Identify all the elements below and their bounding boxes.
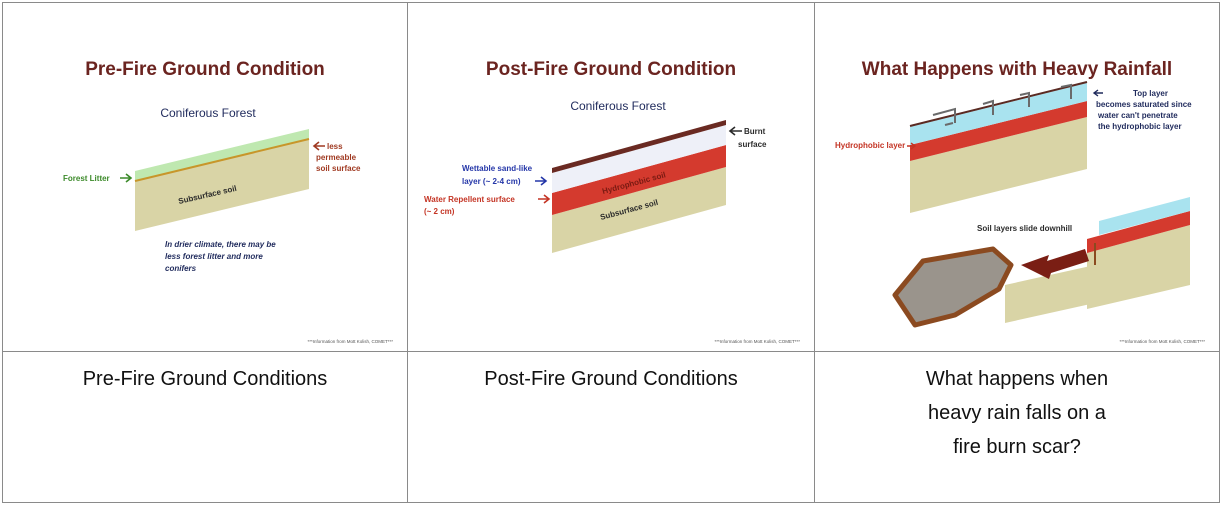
pre-fire-title: Pre-Fire Ground Condition [85, 59, 325, 80]
top-layer-label-3: water can't penetrate [1097, 111, 1178, 120]
wettable-label-1: Wettable sand-like [462, 164, 533, 173]
pre-fire-note-line-3: conifers [165, 264, 197, 273]
top-layer-label-1: Top layer [1133, 89, 1168, 98]
rainfall-upper-hydrophobic [910, 101, 1087, 161]
pre-fire-forest-litter-layer [135, 129, 309, 181]
less-permeable-arrow-icon [312, 141, 325, 151]
rainfall-diagram-cell: What Happens with Heavy Rainfall Top lay… [814, 2, 1220, 352]
rainfall-diagram: What Happens with Heavy Rainfall Top lay… [835, 59, 1205, 344]
pre-fire-note-line-1: In drier climate, there may be [165, 240, 276, 249]
burnt-label-1: Burnt [744, 127, 766, 136]
rainfall-lower-hydrophobic [1087, 211, 1190, 253]
rainfall-caption-line-1: What happens when [925, 368, 1109, 390]
less-permeable-label-1: less [327, 142, 343, 151]
less-permeable-label-3: soil surface [316, 164, 361, 173]
rainfall-upper-burnt [909, 81, 1088, 127]
rainfall-caption-cell: What happens when heavy rain falls on a … [814, 351, 1220, 503]
post-fire-title: Post-Fire Ground Condition [486, 59, 736, 80]
repellent-label-1: Water Repellent surface [424, 195, 515, 204]
rain-drip-icon-3 [1019, 91, 1030, 107]
post-fire-caption: Post-Fire Ground Conditions [484, 368, 738, 390]
post-fire-burnt-surface [552, 120, 726, 173]
top-layer-label-2: becomes saturated since [1096, 100, 1192, 109]
pre-fire-diagram-cell: Pre-Fire Ground Condition Coniferous For… [2, 2, 408, 352]
rainfall-title: What Happens with Heavy Rainfall [862, 59, 1172, 80]
rainfall-footer: ***Information from Mott Kolish, COMET**… [1119, 339, 1205, 344]
pre-fire-caption-cell: Pre-Fire Ground Conditions [2, 351, 408, 503]
top-layer-arrow-icon [1092, 89, 1103, 97]
pre-fire-less-permeable-line [134, 138, 310, 182]
post-fire-subtitle: Coniferous Forest [570, 99, 666, 113]
post-fire-subsurface-soil [552, 167, 726, 253]
rainfall-upper-water [910, 83, 1087, 145]
slide-label: Soil layers slide downhill [977, 224, 1072, 233]
repellent-arrow-icon [538, 194, 551, 204]
slide-arrow-icon [1021, 249, 1089, 279]
burnt-label-2: surface [738, 140, 767, 149]
top-layer-label-4: the hydrophobic layer [1098, 122, 1182, 131]
post-fire-footer: ***Information from Mott Kolish, COMET**… [714, 339, 800, 344]
hydrophobic-layer-label: Hydrophobic layer [835, 141, 905, 150]
rainfall-upper-subsurface [910, 117, 1087, 213]
debris-mass [892, 246, 1014, 328]
post-fire-diagram: Post-Fire Ground Condition Coniferous Fo… [424, 59, 800, 344]
pre-fire-subtitle: Coniferous Forest [160, 106, 256, 120]
pre-fire-caption: Pre-Fire Ground Conditions [82, 368, 328, 390]
post-fire-wettable-layer [552, 125, 726, 193]
rainfall-caption-line-3: fire burn scar? [953, 436, 1081, 458]
rain-drip-icon-2 [982, 99, 994, 115]
post-fire-diagram-cell: Post-Fire Ground Condition Coniferous Fo… [407, 2, 815, 352]
forest-litter-arrow-icon [120, 173, 133, 183]
pre-fire-footer: ***Information from Mott Kolish, COMET**… [307, 339, 393, 344]
pre-fire-diagram: Pre-Fire Ground Condition Coniferous For… [63, 59, 393, 344]
rainfall-caption: What happens when heavy rain falls on a … [902, 352, 1132, 464]
pre-fire-note: In drier climate, there may be less fore… [165, 240, 276, 273]
hydrophobic-arrow-icon [907, 142, 917, 150]
pre-fire-subsurface-soil [135, 139, 309, 231]
post-fire-hydrophobic-layer [552, 145, 726, 215]
pre-fire-note-line-2: less forest litter and more [165, 252, 263, 261]
rainfall-caption-line-2: heavy rain falls on a [928, 402, 1106, 424]
forest-litter-label: Forest Litter [63, 174, 110, 183]
less-permeable-label-2: permeable [316, 153, 357, 162]
rain-drip-icon-4 [1060, 83, 1072, 99]
wettable-arrow-icon [535, 176, 548, 186]
wettable-label-2: layer (~ 2-4 cm) [462, 177, 521, 186]
rainfall-lower-water [1099, 197, 1190, 235]
rainfall-lower-ground-left [1005, 265, 1095, 323]
rain-drip-icon-1 [932, 107, 956, 126]
post-fire-caption-cell: Post-Fire Ground Conditions [407, 351, 815, 503]
burnt-arrow-icon [728, 126, 742, 136]
repellent-label-2: (~ 2 cm) [424, 207, 455, 216]
